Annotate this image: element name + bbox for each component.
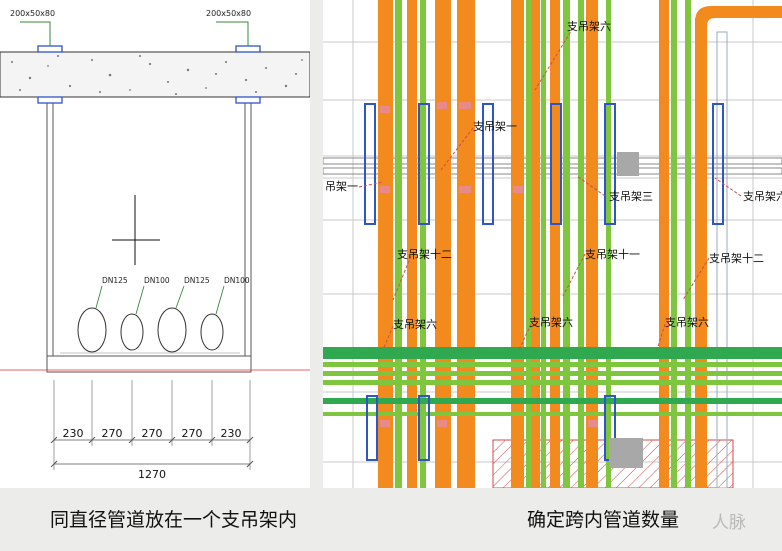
anchor-label-right: 200x50x80 (206, 9, 251, 18)
label-support-one: 支吊架一 (473, 120, 517, 133)
pipe-label-2: DN100 (144, 276, 170, 285)
hanger-section-drawing: 200x50x80 200x50x80 DN125 DN100 DN125 DN… (0, 0, 310, 488)
grey-block-upper (617, 152, 639, 176)
label-leaders (358, 27, 742, 351)
label-eleven: 支吊架十一 (585, 247, 640, 261)
total-dim: 1270 (138, 468, 166, 481)
bottom-plate-right (235, 96, 261, 104)
pipe-leaders (95, 285, 225, 315)
pipe-plan-svg: 支吊架六 支吊架一 吊架一 支吊架三 支吊架六 支吊架十二 支吊架十一 支吊架十… (323, 0, 782, 488)
pipe-plan-drawing: 支吊架六 支吊架一 吊架一 支吊架三 支吊架六 支吊架十二 支吊架十一 支吊架十… (323, 0, 782, 488)
segment-dim-ticks (50, 436, 254, 444)
cross-beam (46, 355, 252, 373)
pipe-elbow (695, 6, 782, 40)
dimension-extension-lines (53, 380, 251, 470)
pipe-label-3: DN125 (184, 276, 210, 285)
concrete-slab (0, 51, 310, 98)
anchor-label-left: 200x50x80 (10, 9, 55, 18)
hanger-section-svg: 200x50x80 200x50x80 DN125 DN100 DN125 DN… (0, 9, 310, 481)
anchor-leader-right (216, 21, 249, 46)
segment-dim-3: 270 (142, 427, 163, 440)
pipe-dn125-1 (77, 307, 107, 353)
label-hanger-one: 吊架一 (325, 180, 358, 193)
label-support-three: 支吊架三 (609, 190, 653, 203)
pipe-label-4: DN100 (224, 276, 250, 285)
pipe-dn100-1 (120, 313, 144, 351)
slab-hatch (11, 55, 303, 95)
segment-dim-1: 230 (63, 427, 84, 440)
caption-right: 确定跨内管道数量 (527, 509, 680, 531)
anchor-leader-left (20, 21, 51, 46)
label-six-mid: 支吊架六 (529, 316, 573, 329)
label-top: 支吊架六 (567, 20, 611, 33)
anchor-plate-right (235, 45, 261, 53)
watermark: 人脉 (712, 513, 746, 533)
label-six-left: 支吊架六 (393, 318, 437, 331)
green-horizontal-pipes (323, 347, 782, 416)
label-support-six-right: 支吊架六 (743, 190, 782, 203)
caption-left: 同直径管道放在一个支吊架内 (50, 509, 298, 531)
segment-dim-2: 270 (102, 427, 123, 440)
thin-riser (716, 31, 728, 488)
segment-dim-4: 270 (182, 427, 203, 440)
segment-dim-5: 230 (221, 427, 242, 440)
label-six-right: 支吊架六 (665, 316, 709, 329)
pipe-label-1: DN125 (102, 276, 128, 285)
total-dim-ticks (50, 460, 254, 468)
anchor-plate-left (37, 45, 63, 53)
hanger-markers (380, 102, 598, 427)
label-twelve-right: 支吊架十二 (709, 251, 764, 265)
bottom-plate-left (37, 96, 63, 104)
pipe-dn100-2 (200, 313, 224, 351)
support-labels: 支吊架六 支吊架一 吊架一 支吊架三 支吊架六 支吊架十二 支吊架十一 支吊架十… (325, 20, 782, 331)
pipe-dn125-2 (157, 307, 187, 353)
grey-block-lower (609, 438, 643, 468)
label-twelve-left: 支吊架十二 (397, 247, 452, 261)
